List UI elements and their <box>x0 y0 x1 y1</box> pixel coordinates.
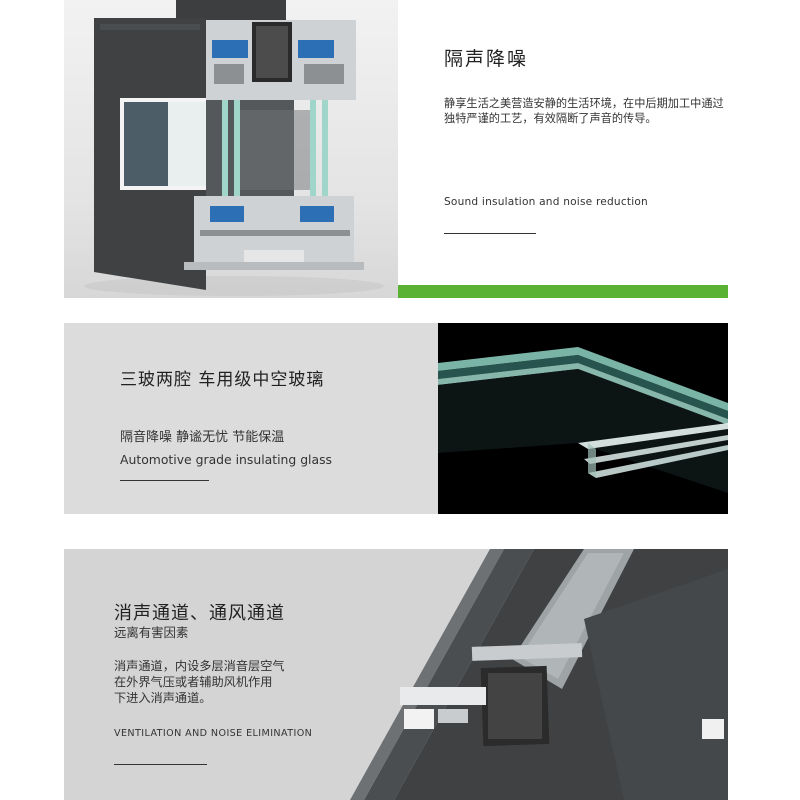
divider-line <box>114 764 207 765</box>
green-accent-bar <box>398 285 728 298</box>
section-subtitle: 隔音降噪 静谧无忧 节能保温 <box>120 430 285 445</box>
divider-line <box>444 233 536 234</box>
section-english-caption: Automotive grade insulating glass <box>120 452 333 467</box>
section-subtitle: 远离有害因素 <box>114 625 189 640</box>
section-title: 隔声降噪 <box>444 48 529 70</box>
section-title: 消声通道、通风通道 <box>114 603 285 624</box>
section-english-caption: Sound insulation and noise reduction <box>444 196 648 208</box>
divider-line <box>120 480 209 481</box>
section-description: 消声通道，内设多层消音层空气 在外界气压或者辅助风机作用 下进入消声通道。 <box>114 659 285 705</box>
section-ventilation: 消声通道、通风通道 远离有害因素 消声通道，内设多层消音层空气 在外界气压或者辅… <box>64 549 728 800</box>
section-insulating-glass: 三玻两腔 车用级中空玻璃 隔音降噪 静谧无忧 节能保温 Automotive g… <box>64 323 728 514</box>
section-sound-insulation: 隔声降噪 静享生活之美营造安静的生活环境，在中后期加工中通过独特严谨的工艺，有效… <box>64 0 728 298</box>
section-title: 三玻两腔 车用级中空玻璃 <box>120 370 325 390</box>
section-description: 静享生活之美营造安静的生活环境，在中后期加工中通过独特严谨的工艺，有效隔断了声音… <box>444 97 724 125</box>
window-profile-cutaway-image <box>64 0 398 298</box>
triple-glass-illustration <box>438 323 728 514</box>
window-profile-illustration <box>84 0 384 296</box>
sound-insulation-text-block: 隔声降噪 静享生活之美营造安静的生活环境，在中后期加工中通过独特严谨的工艺，有效… <box>444 0 728 298</box>
triple-glass-image <box>438 323 728 514</box>
section-english-caption: VENTILATION AND NOISE ELIMINATION <box>114 728 313 739</box>
ventilation-profile-illustration <box>64 549 728 800</box>
